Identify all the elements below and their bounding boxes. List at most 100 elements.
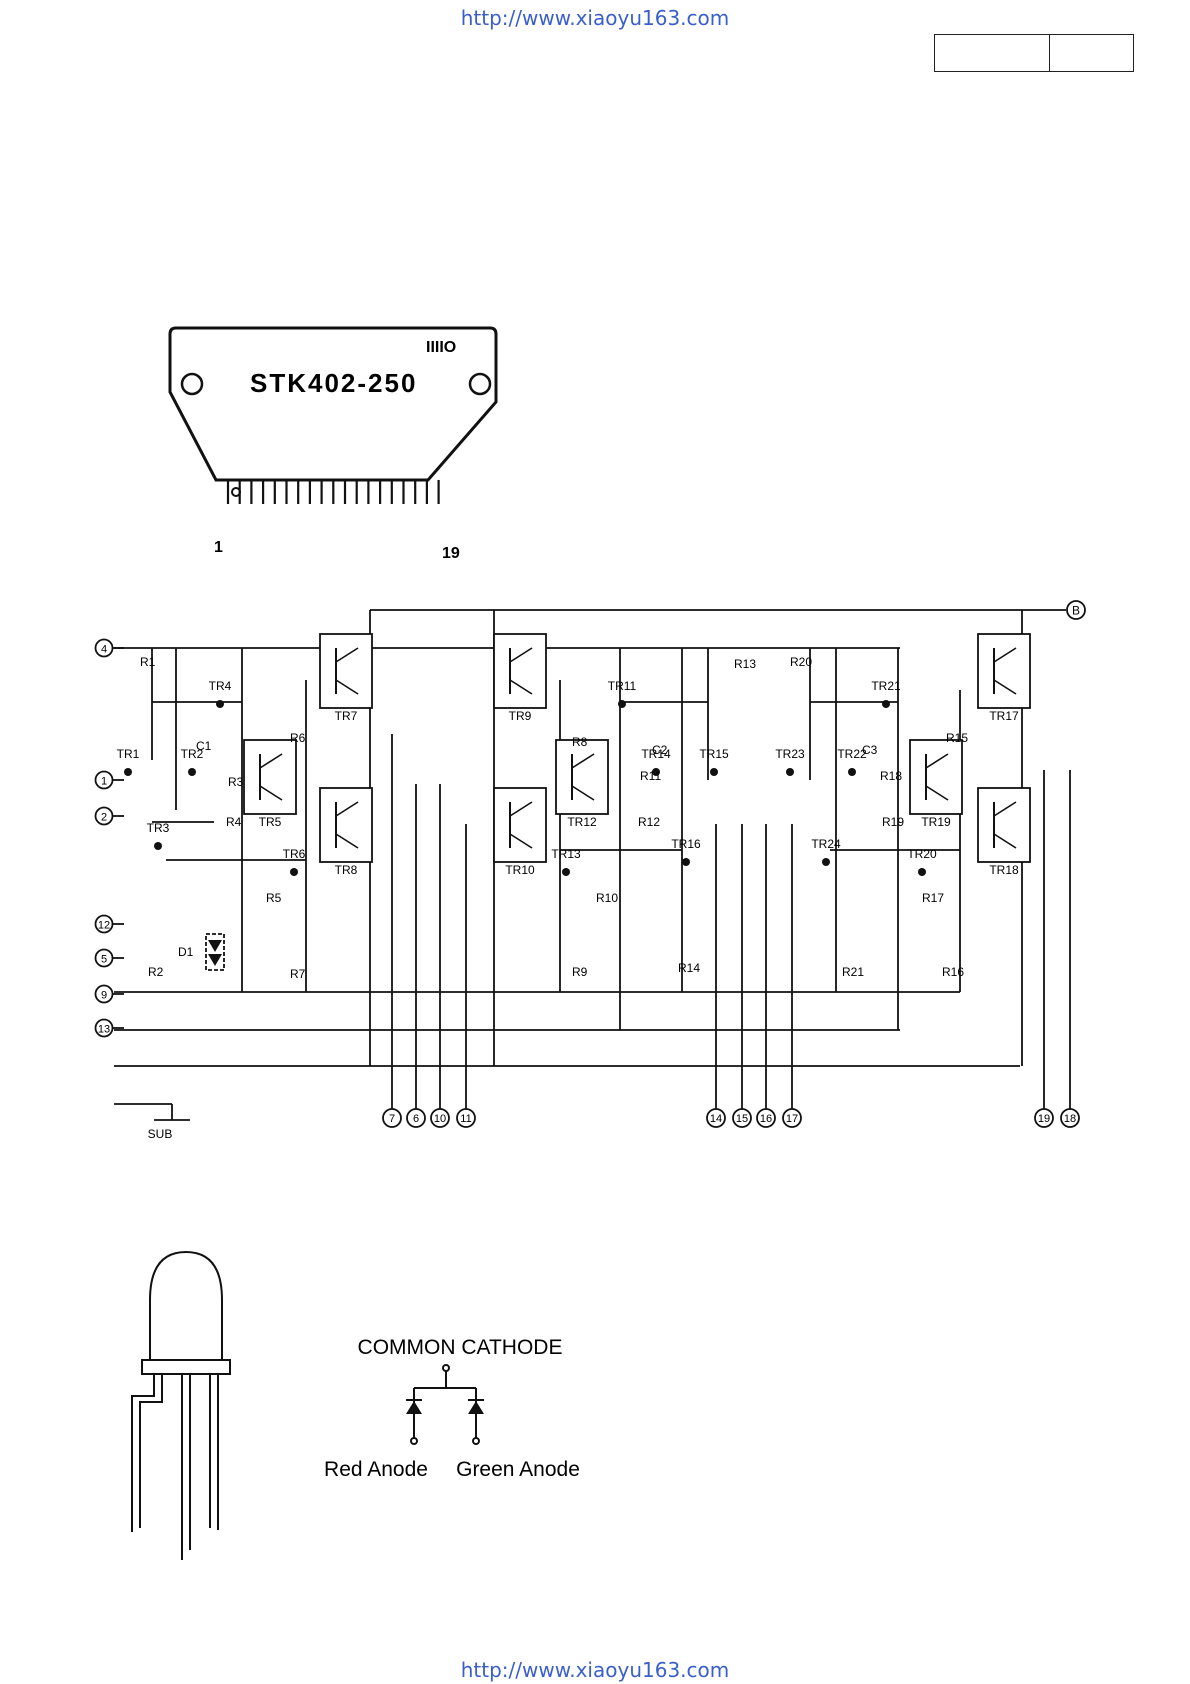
resistor-label: R14 <box>678 961 700 975</box>
resistor-r20: R20 <box>790 655 812 669</box>
resistor-r14: R14 <box>678 961 700 975</box>
led-red-anode: Red Anode <box>324 1458 428 1481</box>
pin-12-label: 12 <box>98 920 110 932</box>
pin-7-terminal: 7 <box>382 1108 402 1128</box>
transistor-tr16: TR16 <box>671 837 701 866</box>
footer-url[interactable]: http://www.xiaoyu163.com <box>460 1658 730 1682</box>
transistor-tr21: TR21 <box>871 679 901 708</box>
pin-16-label: 16 <box>760 1113 772 1125</box>
resistor-r11: R11 <box>640 769 661 783</box>
transistor-tr2: TR2 <box>181 747 204 776</box>
resistor-r2: R2 <box>148 965 164 979</box>
resistor-label: R18 <box>880 769 902 783</box>
resistor-label: R6 <box>290 731 306 745</box>
pin-6-terminal: 6 <box>406 1108 426 1128</box>
transistor-tr23: TR23 <box>775 747 805 776</box>
transistor-label: TR12 <box>567 815 597 829</box>
pin-15-label: 15 <box>736 1113 748 1125</box>
pin-13-label: 13 <box>98 1024 110 1036</box>
resistor-r21: R21 <box>842 965 864 979</box>
pin-7-label: 7 <box>389 1113 395 1125</box>
transistor-label: TR8 <box>335 863 358 877</box>
transistor-label: TR20 <box>907 847 937 861</box>
transistor-tr1: TR1 <box>117 747 140 776</box>
pin-first-label: 1 <box>214 539 223 556</box>
capacitor-c3: C3 <box>862 743 878 757</box>
resistor-label: R5 <box>266 891 282 905</box>
resistor-r15: R15 <box>946 731 968 745</box>
transistor-label: TR15 <box>699 747 729 761</box>
led-drawing <box>131 1250 231 1560</box>
pin-4-terminal: 4 <box>94 638 124 658</box>
diode-d1: D1 <box>178 933 225 971</box>
pin-17-terminal: 17 <box>782 1108 802 1128</box>
transistor-label: TR9 <box>509 709 532 723</box>
pin-9-label: 9 <box>101 990 107 1002</box>
transistor-tr3: TR3 <box>147 821 170 850</box>
pin-13-terminal: 13 <box>94 1018 124 1038</box>
transistor-label: TR24 <box>811 837 841 851</box>
transistor-tr17: TR17 <box>977 633 1031 723</box>
transistor-tr10: TR10 <box>493 787 547 877</box>
transistor-label: TR14 <box>641 747 671 761</box>
transistor-label: TR19 <box>921 815 951 829</box>
resistor-label: R15 <box>946 731 968 745</box>
transistor-tr13: TR13 <box>551 847 581 876</box>
resistor-label: R8 <box>572 735 588 749</box>
header-url[interactable]: http://www.xiaoyu163.com <box>460 6 730 30</box>
package-drawing: STK402-250 IIIIO 1 19 <box>168 326 498 562</box>
resistor-label: R20 <box>790 655 812 669</box>
capacitor-c2: C2 <box>652 743 668 757</box>
pin-1-terminal: 1 <box>94 770 124 790</box>
transistor-label: TR23 <box>775 747 805 761</box>
transistor-label: TR6 <box>283 847 306 861</box>
led-symbol: COMMON CATHODE Red Anode Green Anode <box>324 1336 580 1481</box>
transistor-tr5: TR5 <box>243 739 297 829</box>
page-number-box <box>934 34 1134 72</box>
resistor-r5: R5 <box>266 891 282 905</box>
transistor-tr9: TR9 <box>493 633 547 723</box>
capacitor-label: C2 <box>652 743 668 757</box>
b-terminal: B <box>1066 600 1086 620</box>
transistor-label: TR4 <box>209 679 232 693</box>
pin-18-label: 18 <box>1064 1113 1076 1125</box>
transistor-label: TR3 <box>147 821 170 835</box>
resistor-r8: R8 <box>572 735 588 749</box>
pin-15-terminal: 15 <box>732 1108 752 1128</box>
resistor-label: R11 <box>640 769 661 783</box>
transistor-label: TR13 <box>551 847 581 861</box>
pin-4-label: 4 <box>101 644 107 656</box>
resistor-label: R1 <box>140 655 156 669</box>
transistor-tr18: TR18 <box>977 787 1031 877</box>
resistor-r10: R10 <box>596 891 618 905</box>
resistor-r16: R16 <box>942 965 964 979</box>
pin-19-terminal: 19 <box>1034 1108 1054 1128</box>
diode-label: D1 <box>178 945 194 959</box>
package-marking: IIIIO <box>426 339 456 356</box>
transistor-label: TR16 <box>671 837 701 851</box>
resistor-label: R19 <box>882 815 904 829</box>
pin-2-label: 2 <box>101 812 107 824</box>
resistor-label: R2 <box>148 965 164 979</box>
resistor-label: R17 <box>922 891 944 905</box>
transistor-tr7: TR7 <box>319 633 373 723</box>
capacitor-label: C1 <box>196 739 212 753</box>
b-terminal-label: B <box>1072 604 1080 618</box>
resistor-label: R10 <box>596 891 618 905</box>
transistor-tr24: TR24 <box>811 837 841 866</box>
transistor-label: TR2 <box>181 747 204 761</box>
transistor-tr4: TR4 <box>209 679 232 708</box>
pin-19-label: 19 <box>1038 1113 1050 1125</box>
resistor-r19: R19 <box>882 815 904 829</box>
transistor-label: TR21 <box>871 679 901 693</box>
pin-17-label: 17 <box>786 1113 798 1125</box>
transistor-tr15: TR15 <box>699 747 729 776</box>
resistor-label: R16 <box>942 965 964 979</box>
resistor-r12: R12 <box>638 815 660 829</box>
resistor-r1: R1 <box>140 655 156 669</box>
transistor-tr11: TR11 <box>608 679 637 708</box>
transistor-label: TR10 <box>505 863 535 877</box>
pin-14-terminal: 14 <box>706 1108 726 1128</box>
pin-11-label: 11 <box>460 1113 471 1125</box>
transistor-label: TR7 <box>335 709 358 723</box>
